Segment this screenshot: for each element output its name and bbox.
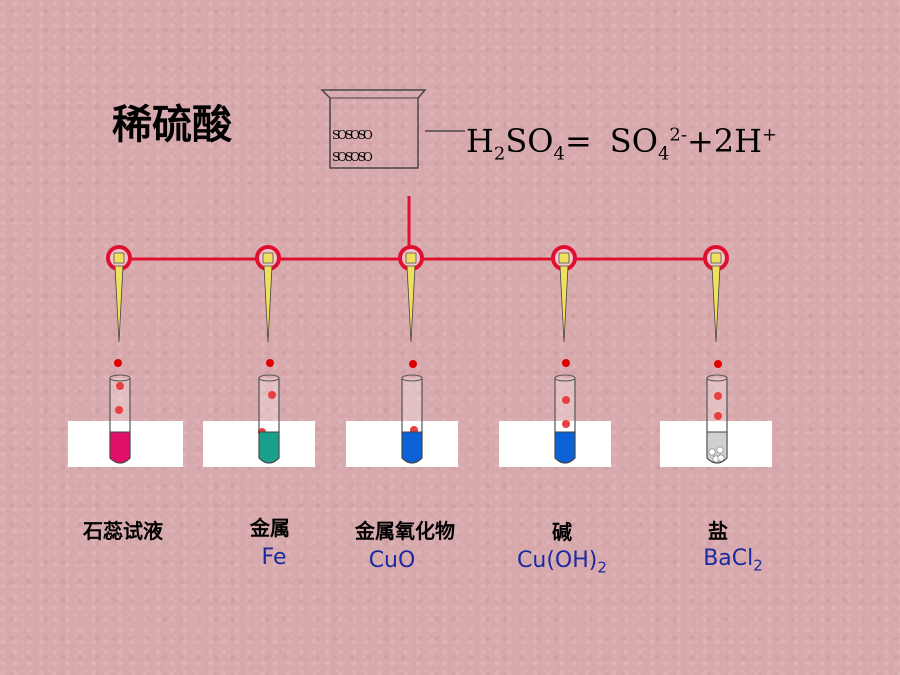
beaker-ions-row2: SO SO SO: [332, 150, 373, 164]
tube-label-1: 石蕊试液: [83, 519, 163, 543]
dropper-tip: [114, 265, 124, 343]
tube-label-2: 金属: [250, 516, 290, 540]
acid-drop: [114, 359, 122, 367]
precipitate: [716, 446, 724, 454]
tube-station: [68, 245, 183, 467]
tube-mouth: [706, 374, 728, 382]
acid-drop: [714, 412, 722, 420]
dropper-tip: [406, 265, 416, 343]
eq-equals: =: [564, 122, 592, 160]
acid-drop: [266, 359, 274, 367]
acid-drop: [562, 420, 570, 428]
acid-drop: [409, 360, 417, 368]
tube-station: [346, 245, 458, 467]
acid-drop: [562, 396, 570, 404]
tube-station: [499, 245, 611, 467]
dropper-bulb: [710, 252, 722, 264]
formula-bacl2-text: BaCl: [703, 546, 754, 571]
tube-mouth: [401, 374, 423, 382]
formula-fe-text: Fe: [261, 545, 287, 570]
eq-so-sub: 4: [553, 143, 565, 165]
tube-mouth: [554, 374, 576, 382]
beaker-ions-row1: SO SO SO: [332, 128, 373, 142]
eq-rhs-so: SO: [609, 122, 658, 160]
tube-liquid: [109, 431, 131, 464]
dropper-bulb: [405, 252, 417, 264]
dropper-tip: [711, 265, 721, 343]
tube-liquid: [554, 431, 576, 464]
precipitate: [708, 448, 716, 456]
dropper-bulb: [113, 252, 125, 264]
eq-rhs-h-charge: +: [762, 124, 778, 146]
formula-cuo: CuO: [312, 548, 472, 573]
acid-drop: [714, 360, 722, 368]
formula-bacl2: BaCl2: [653, 546, 813, 574]
dropper-tip: [263, 265, 273, 343]
ionization-equation: H2SO4=SO42-+2H+: [466, 122, 777, 164]
acid-drop: [562, 359, 570, 367]
page-title: 稀硫酸: [112, 102, 232, 148]
dropper-bulb: [262, 252, 274, 264]
formula-cuoh2-sub: 2: [597, 558, 607, 577]
dropper-tip: [559, 265, 569, 343]
acid-drop: [116, 382, 124, 390]
eq-so: SO: [505, 122, 554, 160]
tube-label-5: 盐: [708, 519, 728, 543]
tube-label-3: 金属氧化物: [355, 519, 455, 543]
tube-station: [203, 245, 315, 467]
eq-h-sub: 2: [493, 143, 506, 165]
tube-mouth: [258, 374, 280, 382]
formula-fe: Fe: [194, 545, 354, 570]
acid-drop: [714, 392, 722, 400]
formula-cuoh2-text: Cu(OH): [517, 548, 598, 573]
eq-rhs-charge: 2-: [669, 124, 687, 146]
tube-station: [660, 245, 772, 467]
formula-bacl2-sub: 2: [753, 556, 763, 575]
tube-liquid: [258, 431, 280, 464]
acid-drop: [115, 406, 123, 414]
dropper-bulb: [558, 252, 570, 264]
precipitate: [717, 454, 725, 462]
formula-cuo-text: CuO: [368, 548, 416, 573]
beaker: [320, 89, 427, 169]
eq-h: H: [466, 122, 494, 160]
tube-label-4: 碱: [552, 520, 572, 544]
eq-rhs-sub: 4: [657, 143, 670, 165]
tube-liquid: [401, 431, 423, 464]
tube-mouth: [109, 374, 131, 382]
eq-rhs-h: +2H: [686, 122, 763, 160]
formula-cuoh2: Cu(OH)2: [482, 548, 642, 576]
acid-drop: [268, 391, 276, 399]
